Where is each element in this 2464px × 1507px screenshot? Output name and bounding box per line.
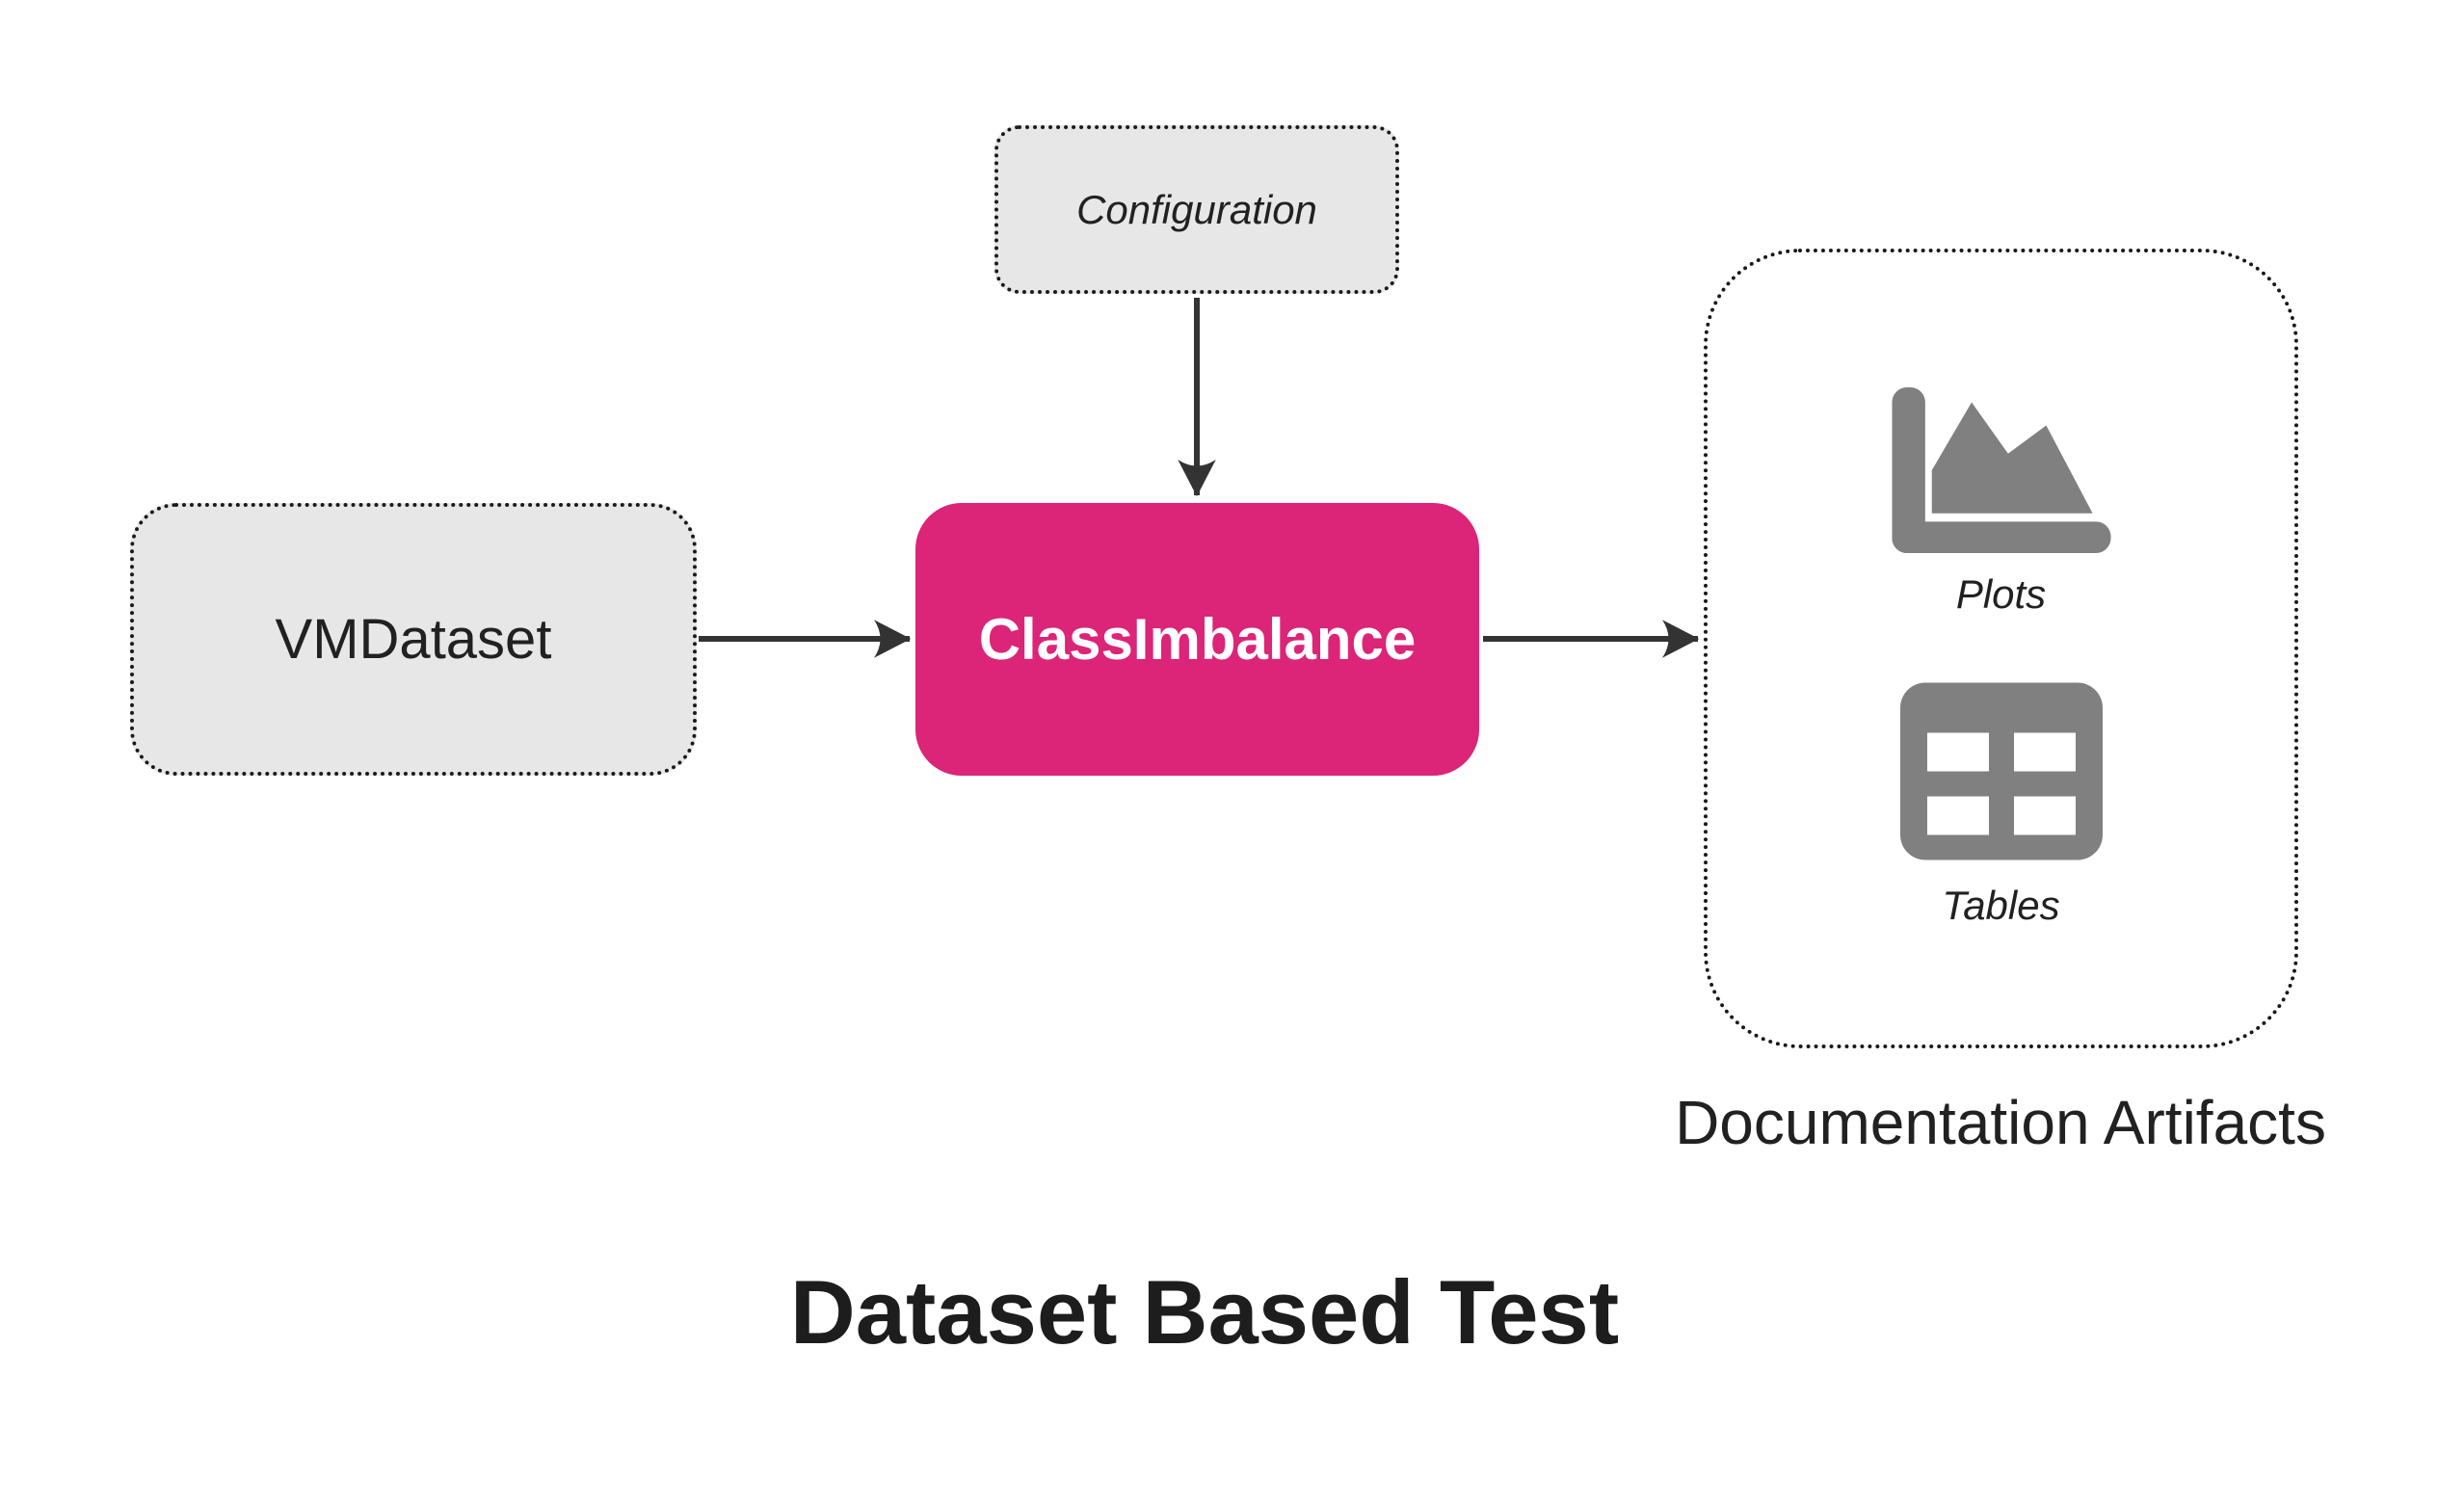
configuration-label: Configuration	[1076, 186, 1317, 232]
plots-label: Plots	[1955, 571, 2047, 617]
configuration-node: Configuration	[994, 125, 1399, 294]
vmdataset-label: VMDataset	[275, 608, 552, 671]
classimbalance-node: ClassImbalance	[915, 503, 1479, 776]
diagram-title: Dataset Based Test	[789, 1261, 1620, 1362]
table-icon	[1899, 682, 2103, 860]
classimbalance-label: ClassImbalance	[978, 607, 1417, 672]
area-chart-icon	[1891, 387, 2111, 553]
documentation-artifacts-group: Plots Tables	[1704, 249, 2298, 1048]
tables-label: Tables	[1942, 883, 2060, 929]
documentation-artifacts-caption: Documentation Artifacts	[1675, 1088, 2326, 1157]
vmdataset-node: VMDataset	[130, 503, 697, 776]
